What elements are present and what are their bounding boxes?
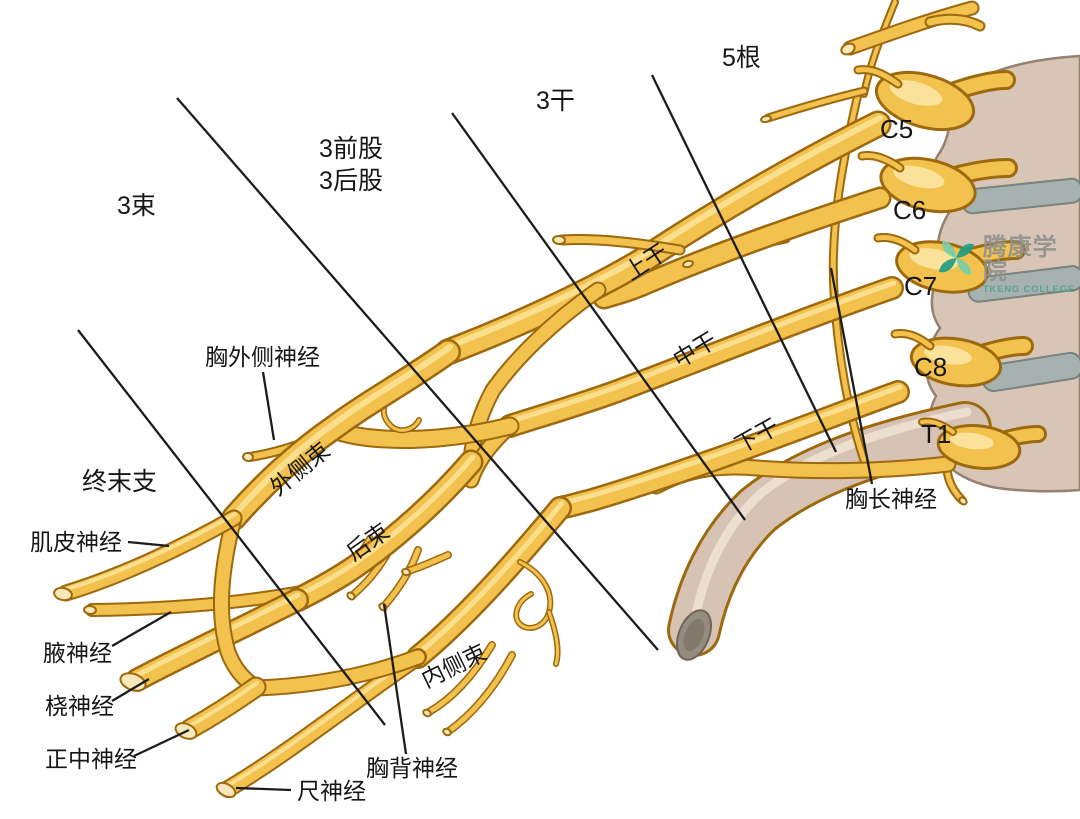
label-lateral-pectoral-nerve: 胸外侧神经 [205,344,320,370]
pointer-radial [111,678,150,702]
label-median-nerve: 正中神经 [45,746,137,772]
label-roots-region: 5根 [722,44,761,72]
divider-roots-trunks [650,74,838,453]
divider-divisions-cords [176,97,659,651]
watermark-subtitle: TKENG COLLEGE [982,284,1076,295]
rib-cut-face-inner [683,618,705,652]
label-ulnar-nerve: 尺神经 [297,778,366,804]
label-t1: T1 [921,419,952,449]
pointer-long-thoracic [829,267,874,485]
label-radial-nerve: 桡神经 [45,693,114,719]
label-pointer-lines [111,267,874,792]
watermark-name: 腾康学院 [982,234,1058,285]
label-thoracodorsal-nerve: 胸背神经 [366,755,458,781]
pointer-ulnar [235,786,292,792]
divider-cords-terminal [77,329,386,726]
region-divider-lines [77,74,838,726]
pointer-lateral-pectoral [261,371,276,441]
label-long-thoracic-nerve: 胸长神经 [845,486,937,512]
divider-trunks-divisions [451,112,746,521]
label-divisions-line2: 3后股 [319,167,383,195]
label-divisions-region: 3前股 3后股 [305,133,397,197]
label-musculocutaneous-nerve: 肌皮神经 [30,529,122,555]
label-c6: C6 [893,195,927,225]
pointer-median [133,728,190,758]
label-c8: C8 [914,352,948,382]
label-axillary-nerve: 腋神经 [43,640,112,666]
label-terminal-region: 终末支 [82,468,158,496]
label-cords-region: 3束 [117,192,156,220]
pointer-axillary [111,611,172,647]
watermark-logo: 腾康学院 TKENG COLLEGE [936,236,1080,296]
label-c7: C7 [904,271,938,301]
label-c5: C5 [880,114,914,144]
pinwheel-icon [938,240,974,276]
label-divisions-line1: 3前股 [319,135,383,163]
pointer-musculocutaneous [127,540,170,548]
pointer-thoracodorsal [382,603,408,755]
label-trunks-region: 3干 [536,87,575,115]
